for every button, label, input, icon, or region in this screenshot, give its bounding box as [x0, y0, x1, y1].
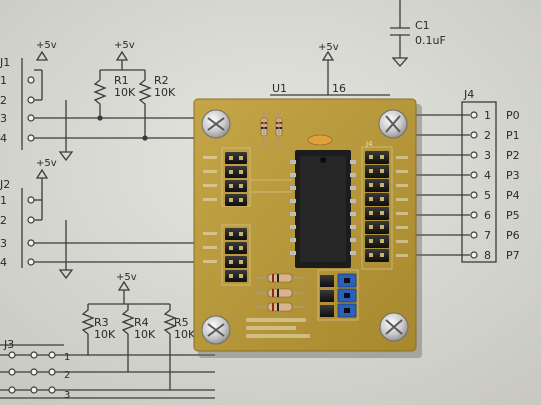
- j3-pin-2: 2: [64, 370, 70, 381]
- j1-pin-1: 1: [0, 74, 7, 87]
- supply-label-j2: +5v: [36, 158, 57, 169]
- screw-icon: [201, 315, 231, 345]
- c1-value: 0.1uF: [415, 34, 446, 47]
- pin-header-left-top: [225, 152, 247, 206]
- r4-label: R4: [134, 316, 149, 329]
- r4-value: 10K: [134, 328, 156, 341]
- j2-pin-3: 3: [0, 237, 7, 250]
- j4-label: J4: [463, 88, 474, 101]
- r1-value: 10K: [114, 86, 136, 99]
- j4-pin-7: 7: [484, 229, 491, 242]
- j4-port-p3: P3: [506, 169, 520, 182]
- supply-label-r1-r2: +5v: [114, 40, 135, 51]
- pin-header-right: [365, 151, 389, 262]
- resistor-pair: [260, 112, 283, 148]
- j2-label: J2: [0, 178, 10, 191]
- j4-pin-5: 5: [484, 189, 491, 202]
- j3-pin-1: 1: [64, 352, 70, 363]
- r2-value: 10K: [154, 86, 176, 99]
- j4-pin-4: 4: [484, 169, 491, 182]
- j4-port-p2: P2: [506, 149, 520, 162]
- r5-label: R5: [174, 316, 189, 329]
- j4-port-p1: P1: [506, 129, 520, 142]
- u1-label: U1: [272, 82, 287, 95]
- j3-pin-3: 3: [64, 390, 70, 401]
- pin-header-left-bottom: [225, 228, 247, 282]
- screw-icon: [201, 109, 231, 139]
- screw-icon: [379, 312, 409, 342]
- j2-pin-2: 2: [0, 214, 7, 227]
- screw-icon: [378, 109, 408, 139]
- j4-port-p5: P5: [506, 209, 520, 222]
- r1-label: R1: [114, 74, 129, 87]
- j2-pin-1: 1: [0, 194, 7, 207]
- j4-pin-1: 1: [484, 109, 491, 122]
- j4-port-p0: P0: [506, 109, 520, 122]
- c1-label: C1: [415, 19, 430, 32]
- schematic-drawing: [0, 0, 497, 399]
- j4-pin-8: 8: [484, 249, 491, 262]
- r3-label: R3: [94, 316, 109, 329]
- j4-port-p6: P6: [506, 229, 520, 242]
- supply-label-u1: +5v: [318, 42, 339, 53]
- connector-terminals: [8, 76, 478, 394]
- supply-label-r3-r5: +5v: [116, 272, 137, 283]
- jumper-block: [320, 273, 357, 318]
- pcb-board: J4: [193, 98, 422, 358]
- j1-pin-3: 3: [0, 112, 7, 125]
- j2-pin-4: 4: [0, 256, 7, 269]
- resistor-row: [255, 273, 305, 312]
- r3-value: 10K: [94, 328, 116, 341]
- capacitor-component: [307, 134, 333, 146]
- j4-pin-3: 3: [484, 149, 491, 162]
- j4-pin-2: 2: [484, 129, 491, 142]
- j4-port-p4: P4: [506, 189, 520, 202]
- j4-port-p7: P7: [506, 249, 520, 262]
- j4-pin-6: 6: [484, 209, 491, 222]
- board-header-label: J4: [365, 140, 373, 148]
- j1-pin-4: 4: [0, 132, 7, 145]
- u1-pin-label: 16: [332, 82, 346, 95]
- j1-label: J1: [0, 56, 10, 69]
- supply-label-j1: +5v: [36, 40, 57, 51]
- j3-label: J3: [3, 338, 14, 351]
- j1-pin-2: 2: [0, 94, 7, 107]
- ic-chip: [290, 150, 356, 268]
- r2-label: R2: [154, 74, 169, 87]
- r5-value: 10K: [174, 328, 196, 341]
